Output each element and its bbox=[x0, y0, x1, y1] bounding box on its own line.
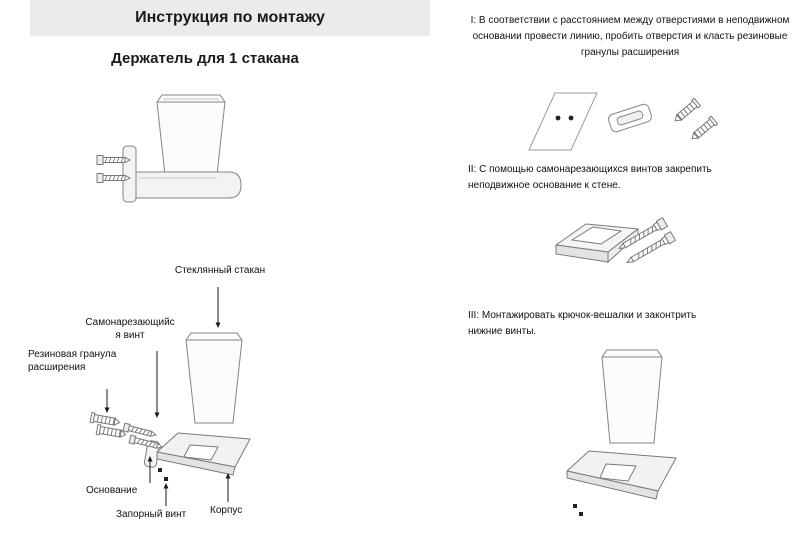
self-tapping-screws bbox=[616, 217, 676, 268]
lock-screws bbox=[573, 504, 583, 516]
step-3-drawing bbox=[566, 349, 677, 516]
header-bar: Инструкция по монтажу bbox=[30, 0, 430, 36]
part-label-lock-screw: Запорный винт bbox=[116, 509, 187, 520]
glass-cup bbox=[156, 94, 226, 185]
exploded-diagram bbox=[89, 287, 251, 506]
glass-cup bbox=[185, 332, 243, 424]
lock-screws bbox=[158, 468, 168, 481]
part-label-glass: Стеклянный стакан bbox=[174, 265, 266, 276]
page-title: Инструкция по монтажу bbox=[135, 9, 325, 26]
drill-marks bbox=[555, 115, 574, 121]
step-2-text: II: С помощью самонарезающихся винтов за… bbox=[468, 164, 712, 191]
part-label-screw: Самонарезающийс я винт bbox=[85, 317, 175, 341]
part-label-base: Основание bbox=[86, 485, 138, 496]
product-subtitle: Держатель для 1 стакана bbox=[111, 50, 299, 67]
wall-plate bbox=[122, 145, 137, 203]
holder-tray bbox=[135, 171, 242, 199]
fixed-base-bracket bbox=[608, 103, 652, 133]
part-label-body: Корпус bbox=[210, 505, 243, 516]
rubber-dowels bbox=[89, 412, 127, 440]
step-1-text: I: В соответствии с расстоянием между от… bbox=[470, 15, 790, 58]
callout-arrows bbox=[104, 287, 231, 506]
step-1-drawing bbox=[528, 92, 719, 151]
glass-cup bbox=[601, 349, 663, 444]
step-2-drawing bbox=[555, 217, 676, 268]
marked-wall-sheet bbox=[528, 92, 598, 151]
step-3-text: III: Монтажировать крючок-вешалки и зако… bbox=[468, 310, 697, 337]
part-label-granule: Резиновая гранула расширения bbox=[28, 349, 117, 373]
holder-body bbox=[566, 450, 677, 500]
holder-body bbox=[156, 432, 251, 476]
rubber-dowels bbox=[671, 97, 719, 144]
assembled-holder-drawing bbox=[96, 94, 242, 203]
self-tapping-screws bbox=[122, 422, 164, 452]
